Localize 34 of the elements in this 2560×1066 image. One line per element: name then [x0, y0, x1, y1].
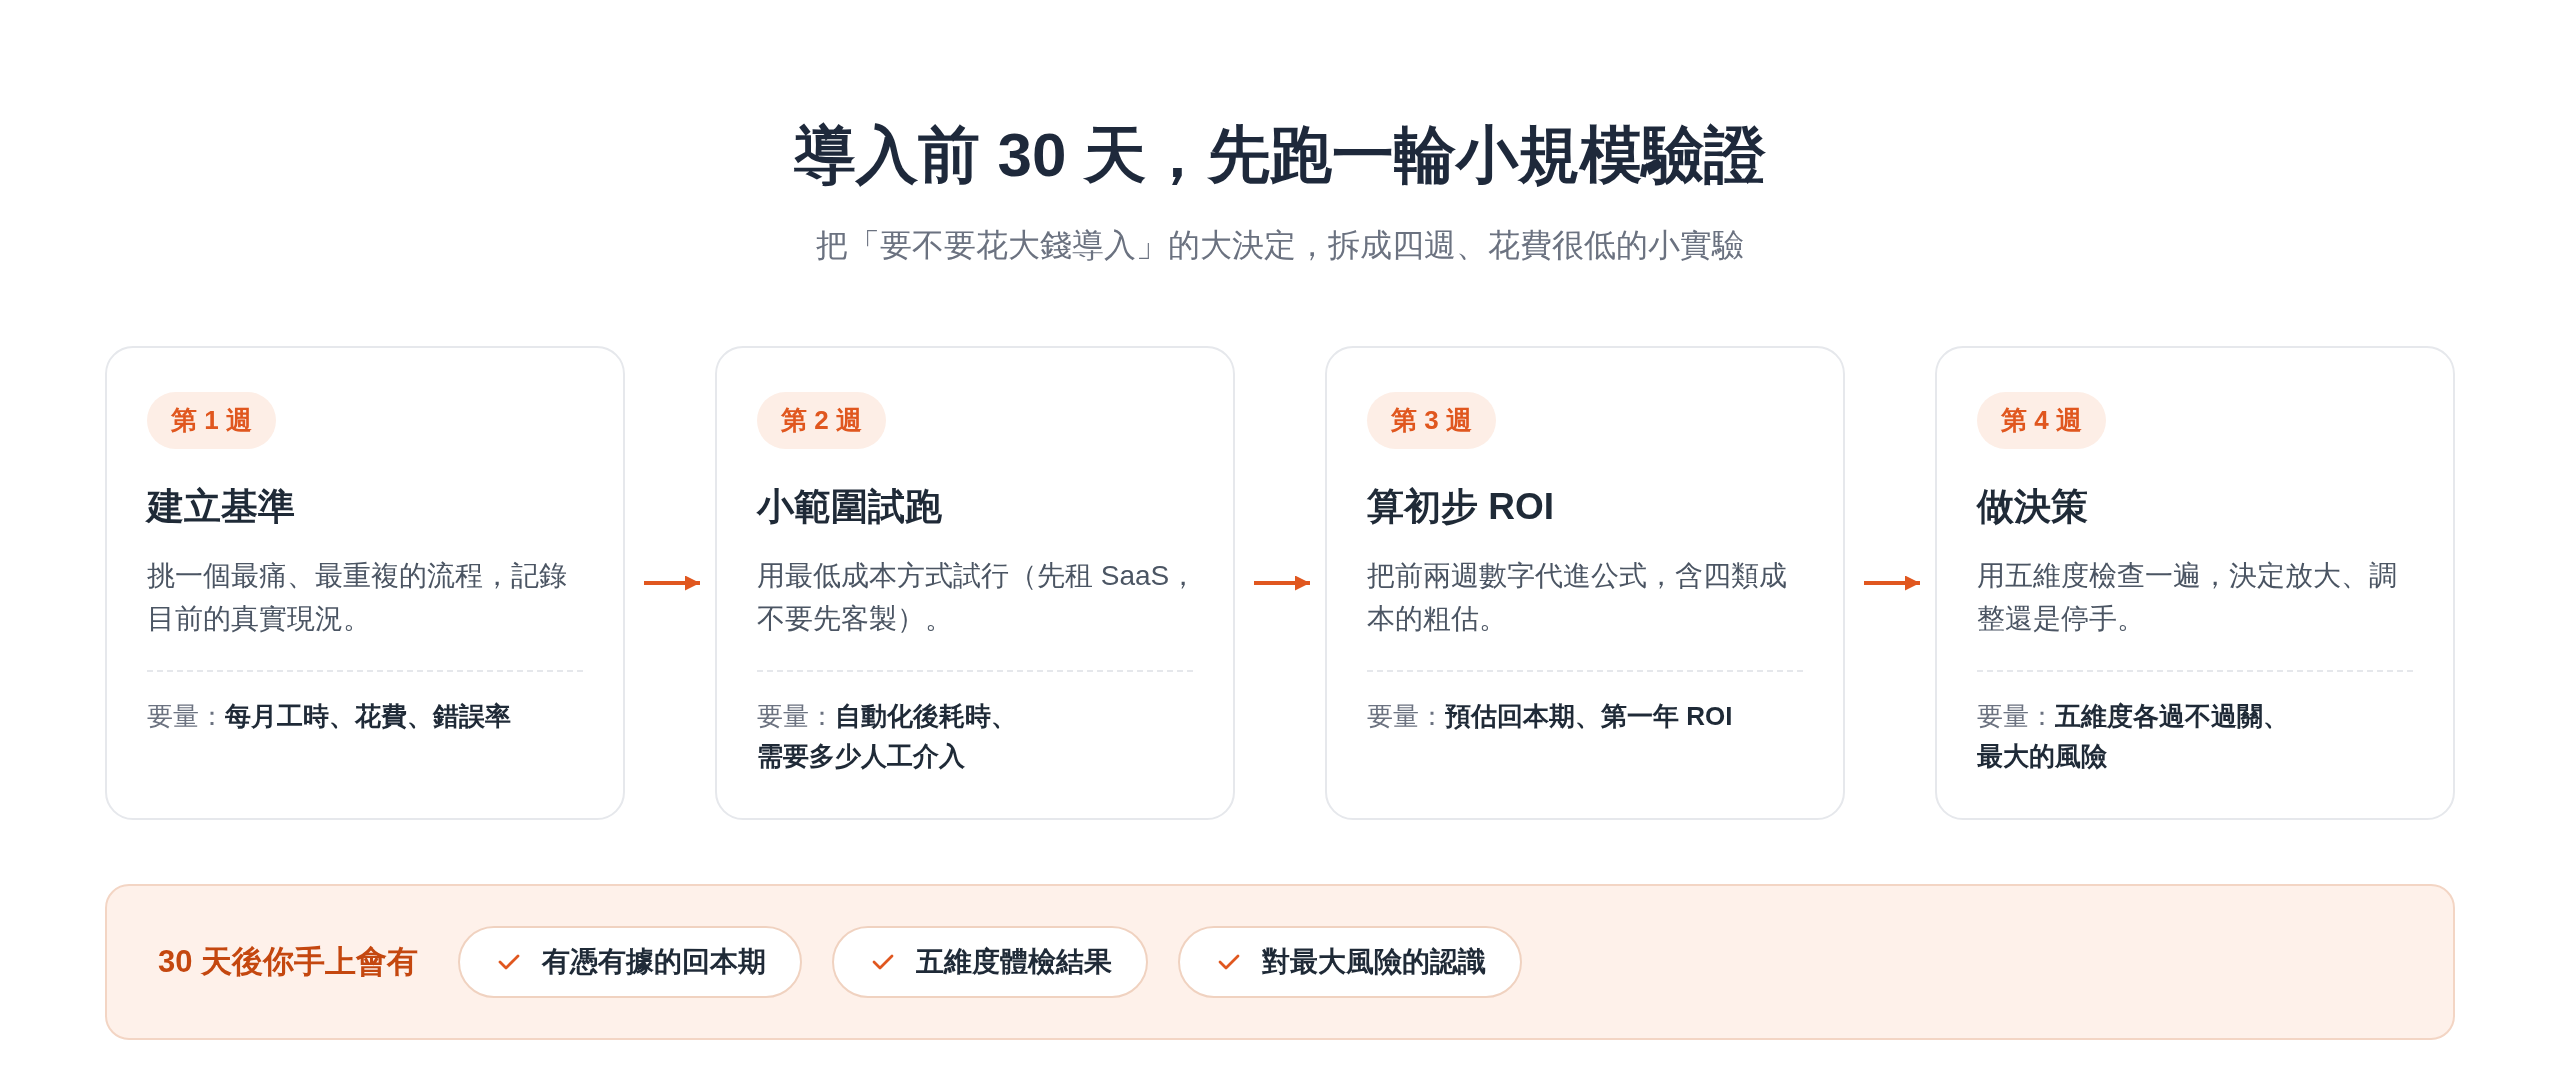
metric-text: 要量：五維度各過不過關、最大的風險 — [1977, 700, 2290, 773]
card-title: 建立基準 — [147, 485, 295, 529]
card-title: 小範圍試跑 — [757, 485, 942, 529]
step-card — [715, 346, 1235, 820]
card-description: 挑一個最痛、最重複的流程，記錄目前的真實現況。 — [147, 559, 568, 636]
week-badge — [1367, 392, 1496, 449]
week-label: 第 4 週 — [2001, 404, 2082, 437]
week-badge — [1977, 392, 2106, 449]
metric-text: 要量：預估回本期、第一年 ROI — [1367, 700, 1733, 733]
card-title: 算初步 ROI — [1367, 485, 1555, 529]
arrow — [644, 575, 700, 591]
summary-label: 30 天後你手上會有 — [158, 943, 419, 981]
week-label: 第 3 週 — [1391, 404, 1472, 437]
card-description: 用五維度檢查一遍，決定放大、調整還是停手。 — [1977, 559, 2398, 636]
week-label: 第 1 週 — [171, 404, 252, 437]
step-card — [1935, 346, 2455, 820]
step-card — [105, 346, 625, 820]
arrow — [1254, 575, 1310, 591]
result-text: 對最大風險的認識 — [1262, 945, 1487, 979]
week-badge — [147, 392, 276, 449]
card-title: 做決策 — [1977, 485, 2088, 529]
metric-text: 要量：每月工時、花費、錯誤率 — [147, 700, 511, 733]
arrow — [1864, 575, 1920, 591]
result-text: 五維度體檢結果 — [916, 945, 1113, 979]
week-label: 第 2 週 — [781, 404, 862, 437]
step-card — [1325, 346, 1845, 820]
metric-text: 要量：自動化後耗時、需要多少人工介入 — [757, 700, 1018, 773]
card-description: 把前兩週數字代進公式，含四類成本的粗估。 — [1367, 559, 1788, 636]
result-text: 有憑有據的回本期 — [542, 945, 767, 979]
summary-band — [105, 884, 2455, 1040]
page-subtitle: 把「要不要花大錢導入」的大決定，拆成四週、花費很低的小實驗 — [816, 226, 1744, 265]
page-title: 導入前 30 天，先跑一輪小規模驗證 — [794, 119, 1766, 191]
week-badge — [757, 392, 886, 449]
card-description: 用最低成本方式試行（先租 SaaS，不要先客製）。 — [757, 559, 1199, 636]
